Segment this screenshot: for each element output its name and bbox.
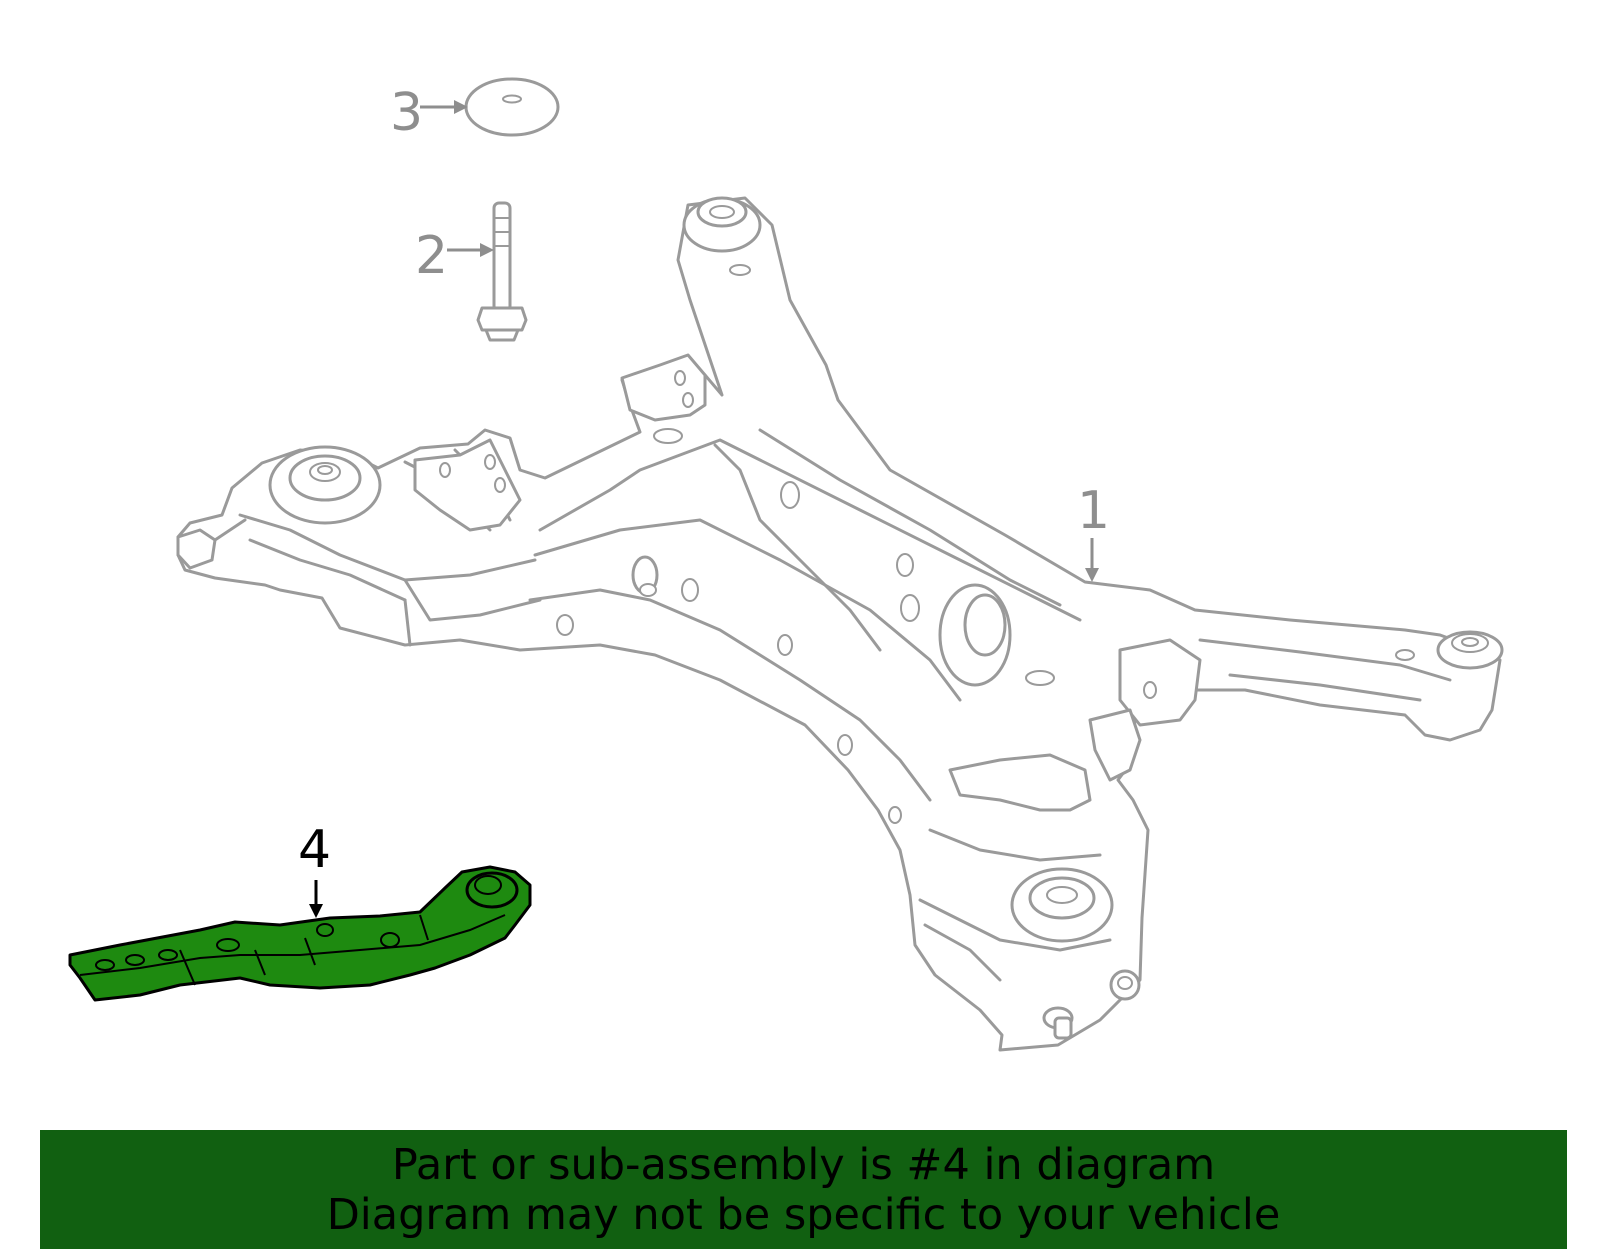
part-4-bracket-highlighted: [68, 865, 532, 1002]
callout-3-label: 3: [390, 83, 423, 143]
part-2-bolt: [476, 201, 528, 342]
part-1-subframe: [176, 196, 1504, 1052]
callout-2-arrow: [447, 243, 494, 257]
banner-line-2: Diagram may not be specific to your vehi…: [326, 1189, 1281, 1240]
callout-2-label: 2: [415, 226, 448, 286]
callout-4-label: 4: [298, 820, 331, 880]
callout-4-arrow: [309, 880, 323, 918]
callout-3-arrow: [420, 100, 468, 114]
callout-1-label: 1: [1077, 481, 1110, 541]
part-3-washer: [464, 77, 560, 137]
banner-line-1: Part or sub-assembly is #4 in diagram: [391, 1139, 1216, 1190]
part-info-banner: Part or sub-assembly is #4 in diagram Di…: [40, 1130, 1567, 1249]
callout-1-arrow: [1085, 538, 1099, 582]
